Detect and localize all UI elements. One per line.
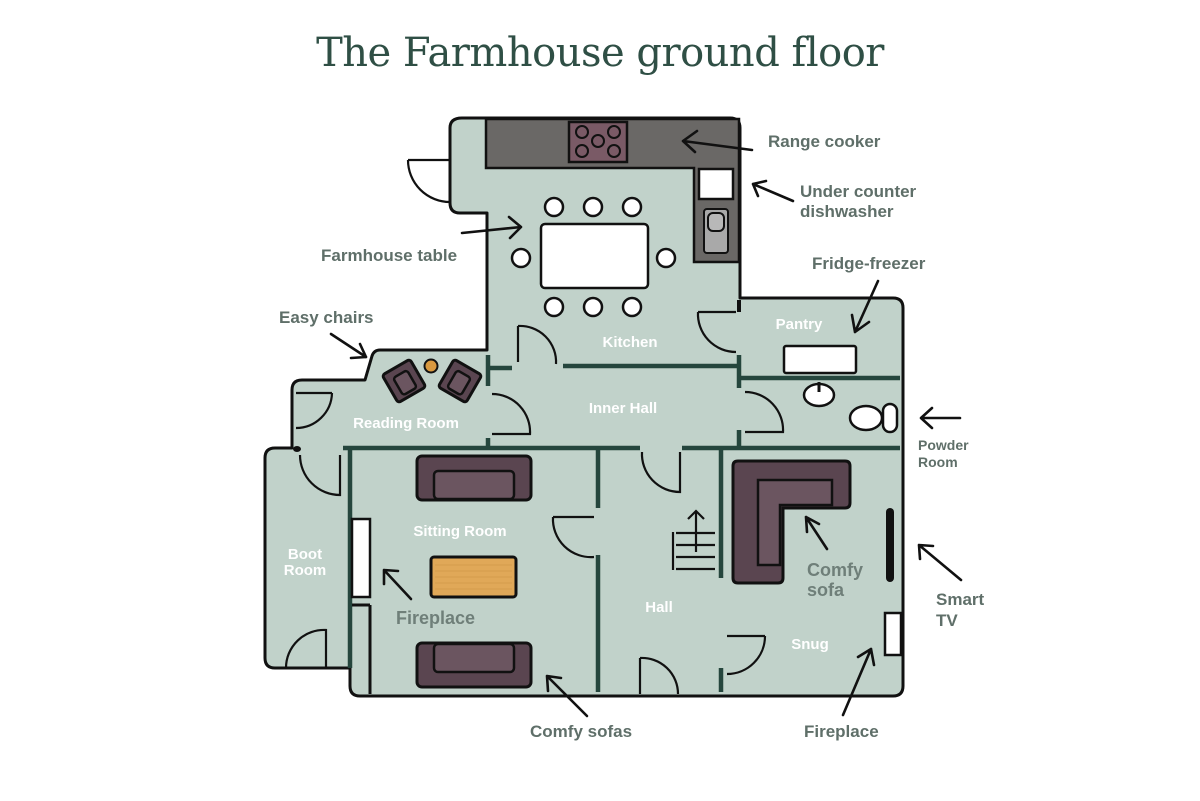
room-label-snug: Snug	[791, 636, 829, 653]
room-label-pantry: Pantry	[776, 316, 823, 333]
page-title: The Farmhouse ground floor	[316, 30, 884, 76]
room-label-sitting-room: Sitting Room	[413, 523, 506, 540]
callout-fridge-freezer: Fridge-freezer	[812, 254, 926, 273]
callout-comfy-sofas: Comfy sofas	[530, 722, 632, 741]
sitting-room-sofa-top	[415, 454, 533, 502]
callout-farmhouse-table: Farmhouse table	[321, 246, 457, 265]
doors	[284, 310, 785, 695]
sink	[703, 208, 729, 254]
callout-comfy-sofa-2: sofa	[807, 580, 845, 600]
callout-powder-room-2: Room	[918, 454, 958, 470]
fridge-freezer	[782, 344, 858, 375]
callout-range-cooker: Range cooker	[768, 132, 881, 151]
room-label-reading-room: Reading Room	[353, 415, 459, 432]
callout-comfy-sofa-1: Comfy	[807, 560, 863, 580]
callout-powder-room-1: Powder	[918, 437, 969, 453]
coffee-table	[429, 555, 518, 599]
dining-chairs	[510, 196, 677, 318]
room-label-boot-room-2: Room	[284, 562, 327, 579]
interior-walls	[343, 355, 900, 692]
smart-tv	[886, 508, 894, 582]
range-cooker	[567, 120, 629, 164]
external-door-kitchen	[406, 158, 451, 204]
callout-arrows	[329, 129, 963, 718]
callout-fireplace-snug: Fireplace	[804, 722, 879, 741]
callout-dishwasher-2: dishwasher	[800, 202, 894, 221]
snug-corner-sofa	[731, 459, 852, 585]
dishwasher	[697, 167, 735, 201]
callout-easy-chairs: Easy chairs	[279, 308, 374, 327]
callout-fireplace-sitting: Fireplace	[396, 608, 475, 628]
room-label-inner-hall: Inner Hall	[589, 400, 657, 417]
staircase	[671, 509, 715, 571]
sitting-room-fireplace	[350, 517, 372, 599]
callout-smart-tv-1: Smart	[936, 590, 985, 609]
powder-room-fixtures	[802, 382, 899, 434]
room-label-kitchen: Kitchen	[602, 334, 657, 351]
callout-dishwasher-1: Under counter	[800, 182, 917, 201]
room-label-hall: Hall	[645, 599, 673, 616]
callout-smart-tv-2: TV	[936, 611, 958, 630]
snug-fireplace	[883, 611, 903, 657]
room-label-boot-room-1: Boot	[288, 546, 322, 563]
easy-chairs	[381, 358, 483, 404]
farmhouse-table	[539, 222, 650, 290]
kitchen-counter	[484, 117, 741, 264]
sitting-room-sofa-bottom	[415, 641, 533, 689]
